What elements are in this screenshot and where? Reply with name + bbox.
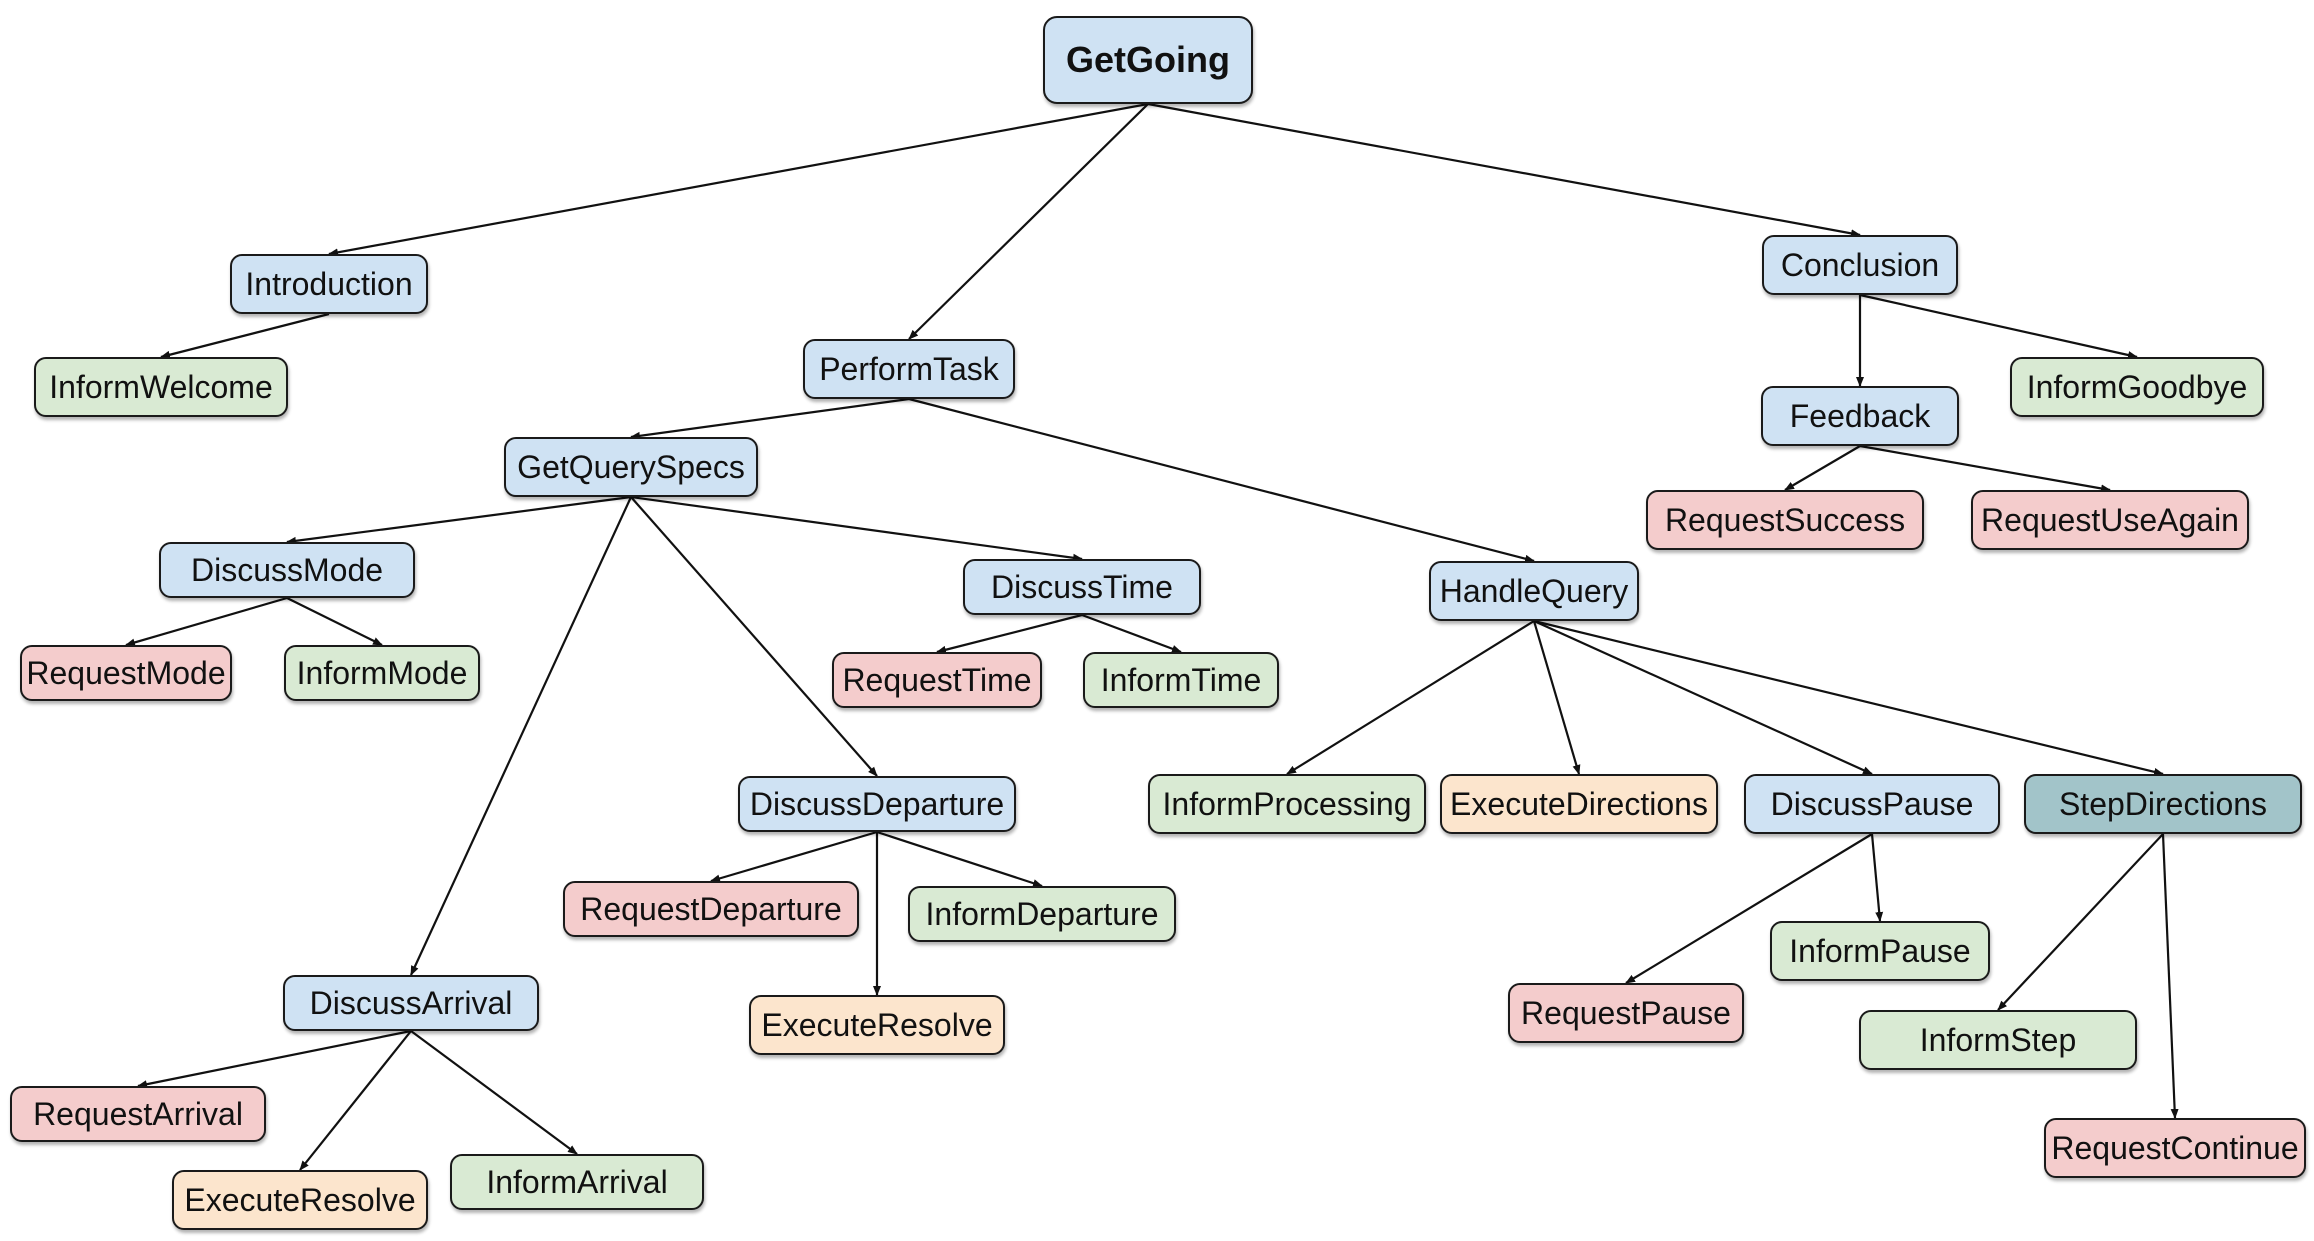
edge-handlequery-to-informprocessing	[1286, 620, 1535, 775]
edge-stepdirections-to-requestcontinue	[2161, 833, 2179, 1119]
edge-discusspause-to-requestpause	[1625, 833, 1873, 984]
edge-discusstime-to-requesttime	[936, 613, 1083, 654]
edge-getqueryspecs-to-discusstime	[630, 495, 1083, 562]
node-informwelcome: InformWelcome	[34, 357, 288, 417]
node-handlequery: HandleQuery	[1429, 561, 1639, 621]
edge-getqueryspecs-to-discussdeparture	[630, 496, 878, 777]
edge-handlequery-to-stepdirections	[1533, 619, 2164, 776]
node-informarrival: InformArrival	[450, 1154, 704, 1210]
node-executedirections: ExecuteDirections	[1440, 774, 1718, 834]
edge-conclusion-to-informgoodbye	[1859, 293, 2138, 359]
node-discussdeparture: DiscussDeparture	[738, 776, 1016, 832]
node-discusstime: DiscussTime	[963, 559, 1201, 615]
edge-getqueryspecs-to-discussarrival	[410, 496, 632, 976]
node-discusspause: DiscussPause	[1744, 774, 2000, 834]
edge-discussarrival-to-informarrival	[410, 1030, 578, 1155]
node-informdeparture: InformDeparture	[908, 886, 1176, 942]
node-stepdirections: StepDirections	[2024, 774, 2302, 834]
edge-getgoing-to-conclusion	[1147, 102, 1861, 238]
node-requestmode: RequestMode	[20, 645, 232, 701]
node-informstep: InformStep	[1859, 1010, 2137, 1070]
edge-discussdeparture-to-requestdeparture	[710, 830, 878, 883]
node-getgoing: GetGoing	[1043, 16, 1253, 104]
edge-getqueryspecs-to-discussmode	[286, 495, 632, 545]
edge-performtask-to-handlequery	[908, 397, 1535, 563]
node-requestcontinue: RequestContinue	[2044, 1118, 2306, 1178]
node-introduction: Introduction	[230, 254, 428, 314]
node-informmode: InformMode	[284, 645, 480, 701]
edge-stepdirections-to-informstep	[1997, 833, 2164, 1011]
node-executeresolve2: ExecuteResolve	[172, 1170, 428, 1230]
edge-getgoing-to-introduction	[328, 102, 1149, 257]
node-discussmode: DiscussMode	[159, 542, 415, 598]
edge-discussarrival-to-executeresolve2	[299, 1030, 412, 1171]
node-performtask: PerformTask	[803, 339, 1015, 399]
node-requestdeparture: RequestDeparture	[563, 881, 859, 937]
edge-performtask-to-getqueryspecs	[630, 397, 910, 440]
node-requestpause: RequestPause	[1508, 983, 1744, 1043]
node-informpause: InformPause	[1770, 921, 1990, 981]
node-requestsuccess: RequestSuccess	[1646, 490, 1924, 550]
edge-handlequery-to-discusspause	[1533, 619, 1873, 776]
node-discussarrival: DiscussArrival	[283, 975, 539, 1031]
node-informprocessing: InformProcessing	[1148, 774, 1426, 834]
node-informgoodbye: InformGoodbye	[2010, 357, 2264, 417]
node-getqueryspecs: GetQuerySpecs	[504, 437, 758, 497]
edge-handlequery-to-executedirections	[1532, 620, 1581, 775]
edge-discusstime-to-informtime	[1081, 613, 1182, 654]
node-requestuseagain: RequestUseAgain	[1971, 490, 2249, 550]
edge-discussarrival-to-requestarrival	[137, 1029, 412, 1089]
node-conclusion: Conclusion	[1762, 235, 1958, 295]
edge-discusspause-to-informpause	[1870, 833, 1884, 922]
node-executeresolve1: ExecuteResolve	[749, 995, 1005, 1055]
edge-discussmode-to-informmode	[286, 597, 383, 646]
node-requestarrival: RequestArrival	[10, 1086, 266, 1142]
edge-introduction-to-informwelcome	[160, 312, 330, 359]
edge-feedback-to-requestuseagain	[1859, 444, 2111, 493]
node-feedback: Feedback	[1761, 386, 1959, 446]
edge-discussdeparture-to-informdeparture	[876, 830, 1043, 888]
edge-getgoing-to-performtask	[908, 103, 1149, 340]
node-informtime: InformTime	[1083, 652, 1279, 708]
node-requesttime: RequestTime	[832, 652, 1042, 708]
edge-discussmode-to-requestmode	[125, 596, 288, 647]
edge-feedback-to-requestsuccess	[1784, 445, 1861, 491]
